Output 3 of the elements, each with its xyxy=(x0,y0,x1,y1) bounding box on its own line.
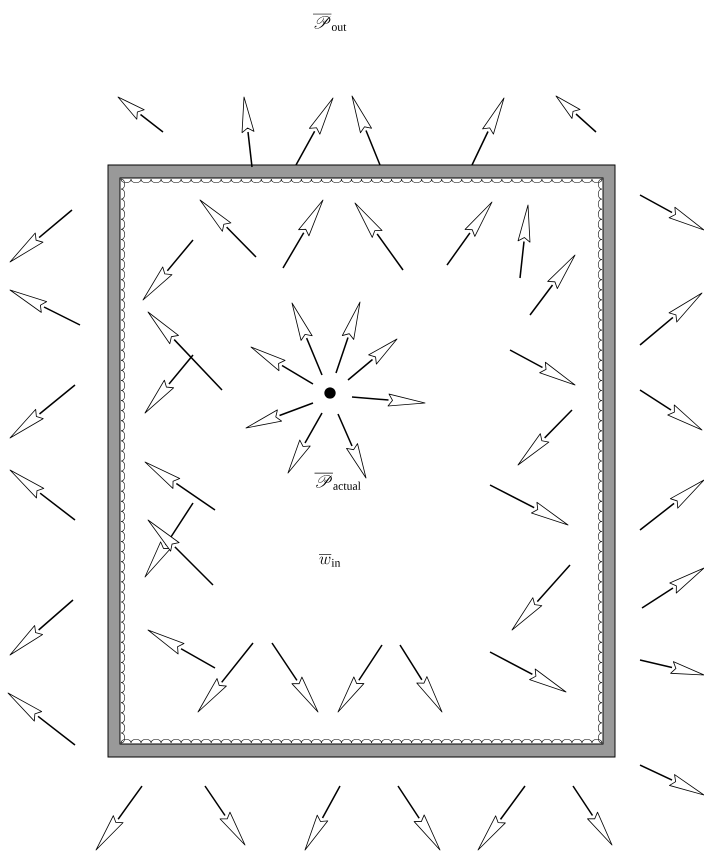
symbol-label: $\overline{\mathscr{P}}_{\mathrm{out}}$ xyxy=(313,14,346,31)
symbol-label: $\overline{\mathscr{P}}_{\mathrm{actual}}$ xyxy=(314,473,361,490)
symbol-label: $\overline{w}_{\mathrm{in}}$ xyxy=(319,554,340,567)
